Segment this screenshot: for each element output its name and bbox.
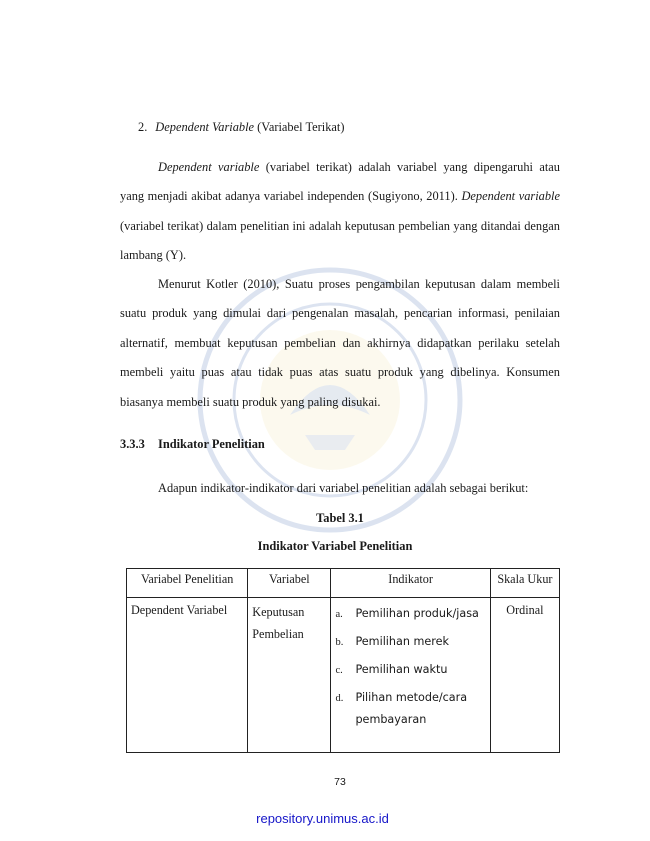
list-marker: b. xyxy=(335,637,344,648)
list-item-text: Pemilihan merek xyxy=(355,635,449,648)
variabel-line: Keputusan xyxy=(252,605,305,619)
section-heading: 2. Dependent Variable (Variabel Terikat) xyxy=(138,120,344,135)
section-number: 2. xyxy=(138,120,148,134)
paragraph-text: Menurut Kotler (2010), Suatu proses peng… xyxy=(120,277,560,409)
subsection-heading: 3.3.3 Indikator Penelitian xyxy=(120,437,265,452)
paragraph-text: (variabel terikat) dalam penelitian ini … xyxy=(120,218,560,263)
list-item: a. Pemilihan produk/jasa xyxy=(335,603,485,628)
list-item-text: Pemilihan produk/jasa xyxy=(355,607,479,620)
paragraph-kotler: Menurut Kotler (2010), Suatu proses peng… xyxy=(120,270,560,417)
subsection-number: 3.3.3 xyxy=(120,437,145,451)
intro-text: Adapun indikator-indikator dari variabel… xyxy=(158,481,529,495)
table-label: Tabel 3.1 xyxy=(316,511,364,525)
list-marker: a. xyxy=(335,609,343,620)
list-marker: d. xyxy=(335,693,344,704)
cell-variabel-penelitian: Dependent Variabel xyxy=(125,597,249,753)
table-title: Indikator Variabel Penelitian xyxy=(257,539,413,553)
page-number: 73 xyxy=(334,776,346,788)
variabel-line: Pembelian xyxy=(252,627,304,641)
list-item: d. Pilihan metode/cara pembayaran xyxy=(335,687,485,731)
cell-variabel: Keputusan Pembelian xyxy=(247,597,332,753)
indicator-list: a. Pemilihan produk/jasa b. Pemilihan mere… xyxy=(335,603,485,731)
section-title-paren: (Variabel Terikat) xyxy=(254,120,345,134)
repository-link[interactable]: repository.unimus.ac.id xyxy=(256,811,389,826)
header-variabel: Variabel xyxy=(247,568,332,598)
cell-skala-ukur: Ordinal xyxy=(489,597,561,753)
list-item-text: Pemilihan waktu xyxy=(355,663,448,676)
table-header-row: Variabel Penelitian Variabel Indikator S… xyxy=(125,568,561,598)
header-skala-ukur: Skala Ukur xyxy=(489,568,561,598)
paragraph-text: (variabel terikat) adalah variabel yang … xyxy=(120,160,561,204)
section-title-italic: Dependent Variable xyxy=(155,120,255,134)
list-item-text: Pilihan metode/cara pembayaran xyxy=(355,691,468,726)
list-item: b. Pemilihan merek xyxy=(335,631,485,656)
term-italic: Dependent variable xyxy=(461,189,560,204)
term-italic: Dependent variable xyxy=(158,160,260,174)
header-indikator: Indikator xyxy=(330,568,491,598)
paragraph-dependent-variable: Dependent variable (variabel terikat) ad… xyxy=(120,153,560,271)
list-marker: c. xyxy=(335,665,343,676)
header-variabel-penelitian: Variabel Penelitian xyxy=(125,568,249,598)
cell-indikator: a. Pemilihan produk/jasa b. Pemilihan mere… xyxy=(330,597,491,753)
list-item: c. Pemilihan waktu xyxy=(335,659,485,684)
subsection-title: Indikator Penelitian xyxy=(158,437,265,451)
indicator-table: Variabel Penelitian Variabel Indikator S… xyxy=(125,568,561,753)
table-row: Dependent Variabel Keputusan Pembelian a… xyxy=(125,597,561,753)
